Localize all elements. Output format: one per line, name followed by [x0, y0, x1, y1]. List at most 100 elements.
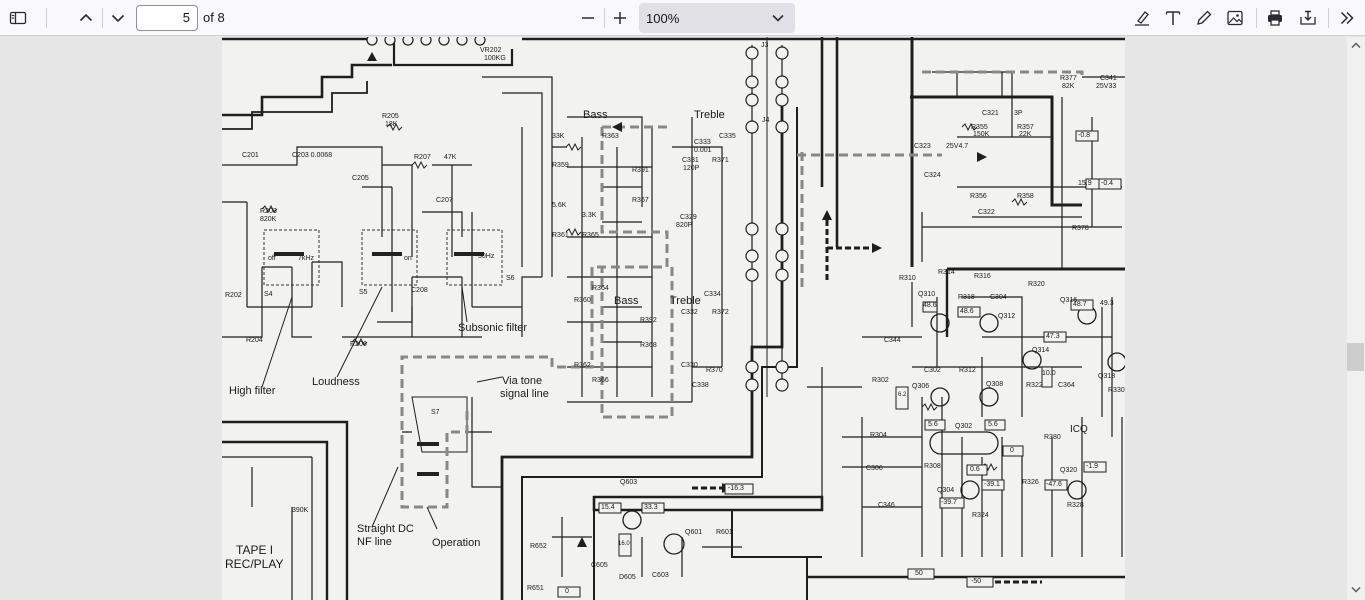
chevron-down-icon [772, 14, 784, 22]
subsonic-filter-label: Subsonic filter [458, 322, 528, 334]
part-label: R204 [246, 337, 263, 344]
toolbar-separator [1256, 8, 1257, 28]
part-label: C324 [924, 172, 941, 179]
scrollbar-thumb[interactable] [1347, 343, 1364, 371]
treble-label: Treble [670, 295, 701, 307]
nf-line-label: NF line [357, 536, 392, 548]
part-label: C208 [411, 287, 428, 294]
part-label: R367 [632, 197, 649, 204]
zoom-select[interactable]: 100% [639, 3, 795, 33]
part-label: R202 [225, 292, 242, 299]
scroll-down-icon[interactable] [1350, 585, 1362, 595]
draw-button[interactable] [1190, 4, 1218, 32]
transistor-label: Q320 [1060, 467, 1078, 474]
text-button[interactable] [1159, 4, 1187, 32]
part-label: C605 [591, 562, 608, 569]
chevron-down-icon [111, 14, 125, 23]
part-value: 3.3K [582, 212, 597, 219]
zoom-in-button[interactable] [606, 4, 634, 32]
toolbar-separator [102, 8, 103, 28]
part-label: C341 [1100, 75, 1117, 82]
voltage-value: -16.3 [728, 485, 744, 492]
print-button[interactable] [1261, 4, 1289, 32]
part-label: C344 [884, 337, 901, 344]
switch-value: 30Hz [478, 253, 495, 260]
image-icon [1227, 10, 1243, 26]
highlight-button[interactable] [1128, 4, 1156, 32]
voltage-value: 0.6 [970, 466, 980, 473]
save-button[interactable] [1294, 4, 1322, 32]
part-label: R330 [1108, 387, 1125, 394]
plus-icon [614, 12, 626, 24]
part-label: C205 [352, 175, 369, 182]
voltage-value: 15.4 [601, 504, 615, 511]
part-label: R368 [640, 342, 657, 349]
add-image-button[interactable] [1221, 4, 1249, 32]
part-label: R359 [552, 162, 569, 169]
bass-label: Bass [583, 109, 608, 121]
part-label: R601 [716, 529, 733, 536]
voltage-value: -0.8 [1078, 132, 1091, 139]
vertical-scrollbar[interactable] [1347, 37, 1365, 600]
voltage-value: 48.6 [960, 308, 974, 315]
previous-page-button[interactable] [72, 4, 100, 32]
part-label: C338 [692, 382, 709, 389]
part-label: R203 [260, 208, 277, 215]
pdf-page: Bass Treble Bass Treble Subsonic filter … [222, 37, 1125, 600]
connector-label: J3 [761, 42, 769, 49]
transistor-label: Q318 [1098, 373, 1116, 380]
tape-label: TAPE I [236, 543, 274, 557]
part-label: C321 [982, 110, 999, 117]
voltage-value: 48.6 [923, 302, 937, 309]
scroll-up-icon[interactable] [1350, 40, 1362, 50]
switch-value: 7kHz [298, 255, 314, 262]
signal-line-label: signal line [500, 388, 549, 400]
part-label: R324 [972, 512, 989, 519]
zoom-out-button[interactable] [574, 4, 602, 32]
part-value: 0.001 [694, 147, 712, 154]
double-chevron-right-icon [1340, 11, 1354, 25]
part-value: 18K [385, 121, 398, 128]
part-value: 120P [683, 165, 700, 172]
voltage-value: -0.4 [1101, 180, 1114, 187]
toolbar-separator [1328, 8, 1329, 28]
part-label: C203 0.0068 [292, 152, 333, 159]
part-label: R320 [1028, 281, 1045, 288]
high-filter-label: High filter [229, 385, 276, 397]
part-label: R652 [530, 543, 547, 550]
loudness-label: Loudness [312, 376, 360, 388]
sidebar-toggle-button[interactable] [4, 4, 32, 32]
part-label: R356 [970, 193, 987, 200]
printer-icon [1268, 10, 1282, 26]
part-label: R205 [382, 113, 399, 120]
part-label: C332 [681, 309, 698, 316]
part-label: C346 [878, 502, 895, 509]
part-value: 25V33 [1096, 83, 1117, 90]
transistor-label: Q302 [955, 423, 973, 430]
voltage-value: 6.2 [898, 392, 907, 398]
part-label: C330 [681, 362, 698, 369]
voltage-value: 5.6 [928, 421, 938, 428]
voltage-value: -39.7 [941, 499, 957, 506]
part-label: R310 [899, 275, 916, 282]
part-label: C207 [436, 197, 453, 204]
switch-label: S6 [506, 275, 515, 282]
voltage-value: 0 [565, 588, 569, 595]
part-value: 33K [552, 133, 565, 140]
text-icon [1165, 11, 1181, 25]
voltage-value: 5.6 [988, 421, 998, 428]
toolbar-separator [604, 8, 605, 28]
part-value: 5.6K [552, 202, 567, 209]
page-number-input[interactable]: 5 [136, 5, 198, 31]
treble-label: Treble [694, 109, 725, 121]
part-label: R358 [1017, 193, 1034, 200]
switch-label: S4 [264, 291, 273, 298]
document-viewer[interactable]: Bass Treble Bass Treble Subsonic filter … [0, 37, 1347, 600]
tools-menu-button[interactable] [1333, 4, 1361, 32]
part-label: R355 [971, 124, 988, 131]
voltage-value: 33.3 [644, 504, 658, 511]
page-count-label: of 8 [203, 10, 225, 25]
next-page-button[interactable] [104, 4, 132, 32]
rec-play-label: REC/PLAY [225, 557, 284, 571]
part-label: R206 [350, 341, 367, 348]
